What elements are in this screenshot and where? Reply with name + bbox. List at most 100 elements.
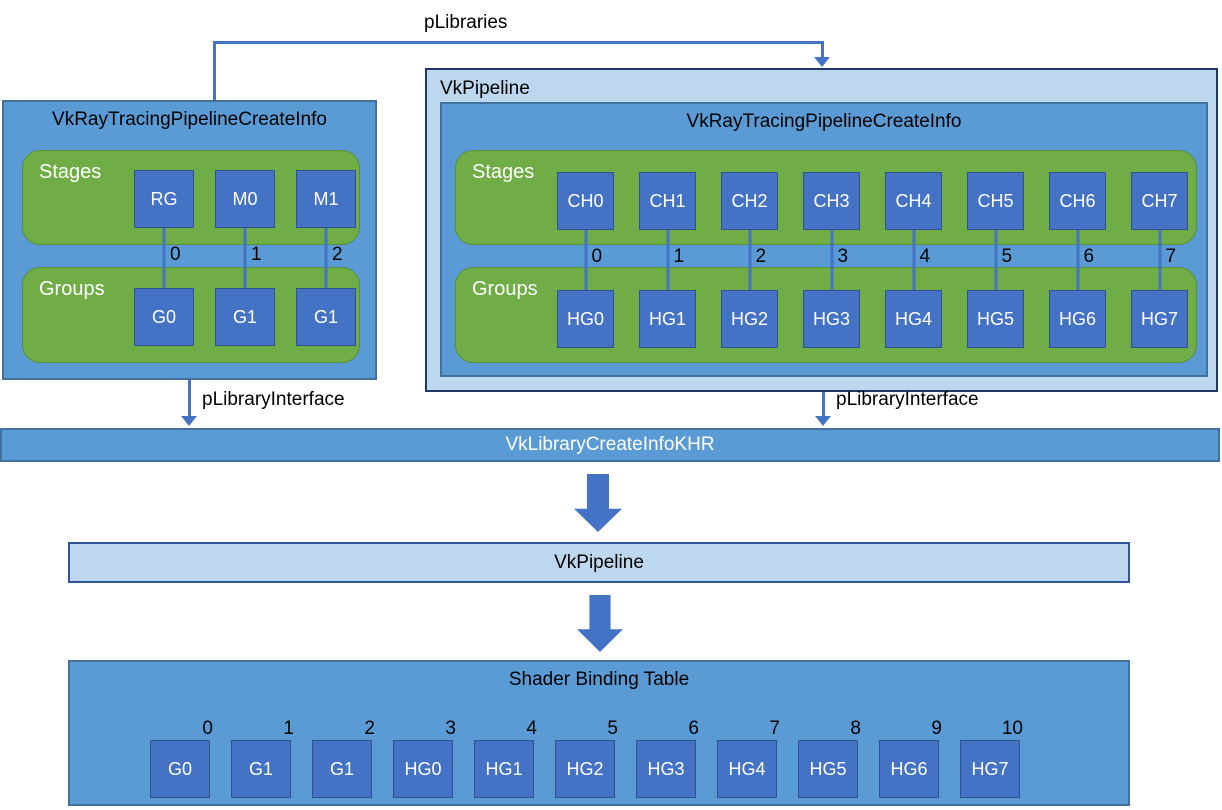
right-raytracing-createinfo-box: VkRayTracingPipelineCreateInfo Stages Gr… (440, 102, 1208, 377)
stage-square: CH0 (557, 172, 614, 230)
plibrary-interface-right-label: pLibraryInterface (836, 389, 979, 410)
right-box-title: VkRayTracingPipelineCreateInfo (686, 111, 962, 132)
sbt-entry: 3 HG0 (393, 718, 456, 798)
stage-group-connector: 2 (296, 228, 356, 288)
group-index-label: 4 (919, 246, 931, 267)
sbt-index-label: 6 (688, 718, 699, 739)
group-square: HG5 (967, 290, 1024, 348)
sbt-square: HG6 (879, 740, 939, 798)
sbt-square: HG0 (393, 740, 453, 798)
sbt-index-label: 10 (1001, 718, 1023, 739)
group-square: HG4 (885, 290, 942, 348)
group-square: HG2 (721, 290, 778, 348)
sbt-entry: 5 HG2 (555, 718, 618, 798)
stage-square: M1 (296, 170, 356, 228)
sbt-index-label: 8 (850, 718, 861, 739)
sbt-entry: 7 HG4 (717, 718, 780, 798)
sbt-square: HG2 (555, 740, 615, 798)
stage-group-connector: 5 (967, 230, 1024, 290)
sbt-index-label: 2 (364, 718, 375, 739)
group-square: HG1 (639, 290, 696, 348)
right-column: CH5 5 HG5 (967, 172, 1024, 348)
group-square: G0 (134, 288, 194, 346)
plibrary-interface-right-arrowhead-icon (815, 416, 831, 426)
group-index-label: 1 (673, 246, 685, 267)
right-vkpipeline-label: VkPipeline (440, 78, 530, 99)
group-index-label: 2 (332, 244, 343, 265)
stage-group-connector: 6 (1049, 230, 1106, 290)
sbt-index-label: 5 (607, 718, 618, 739)
stage-square: M0 (215, 170, 275, 228)
sbt-index-label: 0 (202, 718, 213, 739)
left-columns: RG 0 G0 M0 1 G1 M1 (134, 170, 356, 346)
plibraries-arrowhead-icon (814, 57, 830, 67)
stage-square: RG (134, 170, 194, 228)
sbt-square: G1 (231, 740, 291, 798)
sbt-square: HG1 (474, 740, 534, 798)
group-index-label: 3 (837, 246, 849, 267)
left-groups-label: Groups (39, 278, 105, 300)
stage-group-connector: 0 (134, 228, 194, 288)
left-column: RG 0 G0 (134, 170, 194, 346)
sbt-index-label: 1 (283, 718, 294, 739)
plibrary-interface-right-line (822, 392, 825, 418)
sbt-square: HG3 (636, 740, 696, 798)
right-column: CH0 0 HG0 (557, 172, 614, 348)
sbt-square: G1 (312, 740, 372, 798)
right-column: CH7 7 HG7 (1131, 172, 1188, 348)
right-stages-label: Stages (472, 161, 535, 183)
stage-group-connector: 4 (885, 230, 942, 290)
group-index-label: 0 (591, 246, 603, 267)
plibrary-interface-left-label: pLibraryInterface (202, 389, 345, 410)
right-vkpipeline-box: VkPipeline VkRayTracingPipelineCreateInf… (425, 68, 1218, 392)
stage-group-connector: 3 (803, 230, 860, 290)
right-column: CH4 4 HG4 (885, 172, 942, 348)
group-index-label: 7 (1165, 246, 1177, 267)
plibraries-label: pLibraries (424, 12, 508, 33)
group-index-label: 5 (1001, 246, 1013, 267)
sbt-entry: 2 G1 (312, 718, 375, 798)
right-column: CH3 3 HG3 (803, 172, 860, 348)
group-square: HG3 (803, 290, 860, 348)
stage-group-connector: 2 (721, 230, 778, 290)
sbt-entries: 0 G0 1 G1 2 G1 3 HG0 (150, 718, 1023, 798)
group-square: HG7 (1131, 290, 1188, 348)
stage-group-connector: 1 (639, 230, 696, 290)
sbt-entry: 4 HG1 (474, 718, 537, 798)
stage-square: CH3 (803, 172, 860, 230)
left-column: M0 1 G1 (215, 170, 275, 346)
stage-square: CH4 (885, 172, 942, 230)
group-index-label: 2 (755, 246, 767, 267)
group-square: HG0 (557, 290, 614, 348)
sbt-index-label: 3 (445, 718, 456, 739)
down-arrow-icon (574, 474, 622, 532)
stage-square: CH5 (967, 172, 1024, 230)
sbt-entry: 1 G1 (231, 718, 294, 798)
group-square: G1 (296, 288, 356, 346)
plibrary-interface-left-arrowhead-icon (181, 416, 197, 426)
down-arrow-icon (577, 595, 623, 652)
sbt-index-label: 7 (769, 718, 780, 739)
sbt-square: HG5 (798, 740, 858, 798)
plibraries-line-horizontal (213, 41, 824, 44)
group-square: HG6 (1049, 290, 1106, 348)
plibrary-interface-left-line (188, 380, 191, 418)
group-index-label: 1 (251, 244, 262, 265)
sbt-entry: 6 HG3 (636, 718, 699, 798)
shader-binding-table-box: Shader Binding Table 0 G0 1 G1 2 G1 (68, 660, 1130, 806)
sbt-square: G0 (150, 740, 210, 798)
group-index-label: 6 (1083, 246, 1095, 267)
stage-square: CH1 (639, 172, 696, 230)
library-createinfo-bar: VkLibraryCreateInfoKHR (0, 428, 1220, 462)
right-groups-label: Groups (472, 278, 538, 300)
group-square: G1 (215, 288, 275, 346)
shader-binding-table-title: Shader Binding Table (508, 669, 690, 690)
left-box-title: VkRayTracingPipelineCreateInfo (52, 109, 327, 130)
sbt-square: HG7 (960, 740, 1020, 798)
right-columns: CH0 0 HG0 CH1 1 HG1 (557, 172, 1188, 348)
stage-square: CH7 (1131, 172, 1188, 230)
vkpipeline-bar: VkPipeline (68, 542, 1130, 583)
sbt-index-label: 4 (526, 718, 537, 739)
stage-square: CH2 (721, 172, 778, 230)
